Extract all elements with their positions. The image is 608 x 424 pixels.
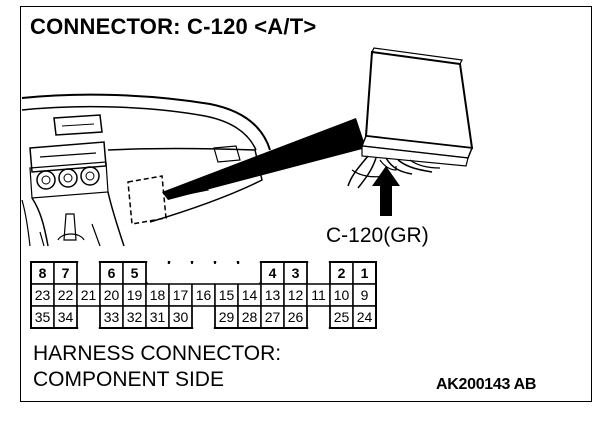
pin-gap-edge: [306, 306, 331, 329]
pin-16: 16: [196, 287, 212, 303]
pin-7: 7: [62, 265, 70, 281]
pin-gap-edge: [76, 261, 101, 284]
pin-gap: [78, 307, 99, 330]
connector-id-label: C-120(GR): [326, 224, 429, 247]
pin-20: 20: [104, 287, 120, 303]
diagram-frame: [20, 6, 592, 402]
pin-29: 29: [219, 309, 235, 325]
key-fill: [168, 264, 170, 284]
pin-gap: [193, 307, 214, 330]
component-side-label: COMPONENT SIDE: [33, 368, 224, 391]
pin-gap-edge: [76, 306, 101, 329]
key-fill: [214, 264, 216, 284]
pin-10: 10: [334, 287, 350, 303]
pin-8: 8: [39, 265, 47, 281]
pin-5: 5: [131, 265, 139, 281]
pin-gap: [193, 260, 214, 283]
pin-1: 1: [361, 265, 369, 281]
pin-9: 9: [361, 287, 369, 303]
pin-gap: [216, 260, 237, 283]
pin-gap: [170, 260, 191, 283]
pin-23: 23: [35, 287, 51, 303]
pin-6: 6: [108, 265, 116, 281]
pin-22: 22: [58, 287, 74, 303]
pin-gap-edge: [306, 261, 331, 284]
pin-30: 30: [173, 309, 189, 325]
pin-21: 21: [81, 287, 97, 303]
pin-34: 34: [58, 309, 74, 325]
pin-24: 24: [357, 309, 373, 325]
pin-14: 14: [242, 287, 258, 303]
pin-19: 19: [127, 287, 143, 303]
pin-32: 32: [127, 309, 143, 325]
pin-gap: [308, 260, 329, 283]
pin-2: 2: [338, 265, 346, 281]
pin-3: 3: [292, 265, 300, 281]
pin-15: 15: [219, 287, 235, 303]
pin-18: 18: [150, 287, 166, 303]
pin-26: 26: [288, 309, 304, 325]
pin-25: 25: [334, 309, 350, 325]
pin-11: 11: [311, 287, 326, 303]
pin-gap-edge: [191, 306, 216, 329]
pin-gap: [78, 260, 99, 283]
key-fill: [237, 264, 239, 284]
figure-code: AK200143 AB: [436, 376, 537, 393]
pin-4: 4: [269, 265, 277, 281]
key-fill: [191, 264, 193, 284]
pin-28: 28: [242, 309, 258, 325]
pin-17: 17: [173, 287, 189, 303]
pin-31: 31: [150, 309, 166, 325]
pin-12: 12: [288, 287, 304, 303]
pin-gap: [308, 307, 329, 330]
pin-13: 13: [265, 287, 281, 303]
pin-33: 33: [104, 309, 120, 325]
connector-title: CONNECTOR: C-120 <A/T>: [30, 14, 317, 39]
pin-gap: [147, 260, 168, 283]
pin-27: 27: [265, 309, 281, 325]
pin-gap: [239, 260, 260, 283]
harness-connector-label: HARNESS CONNECTOR:: [33, 342, 282, 365]
pin-35: 35: [35, 309, 51, 325]
